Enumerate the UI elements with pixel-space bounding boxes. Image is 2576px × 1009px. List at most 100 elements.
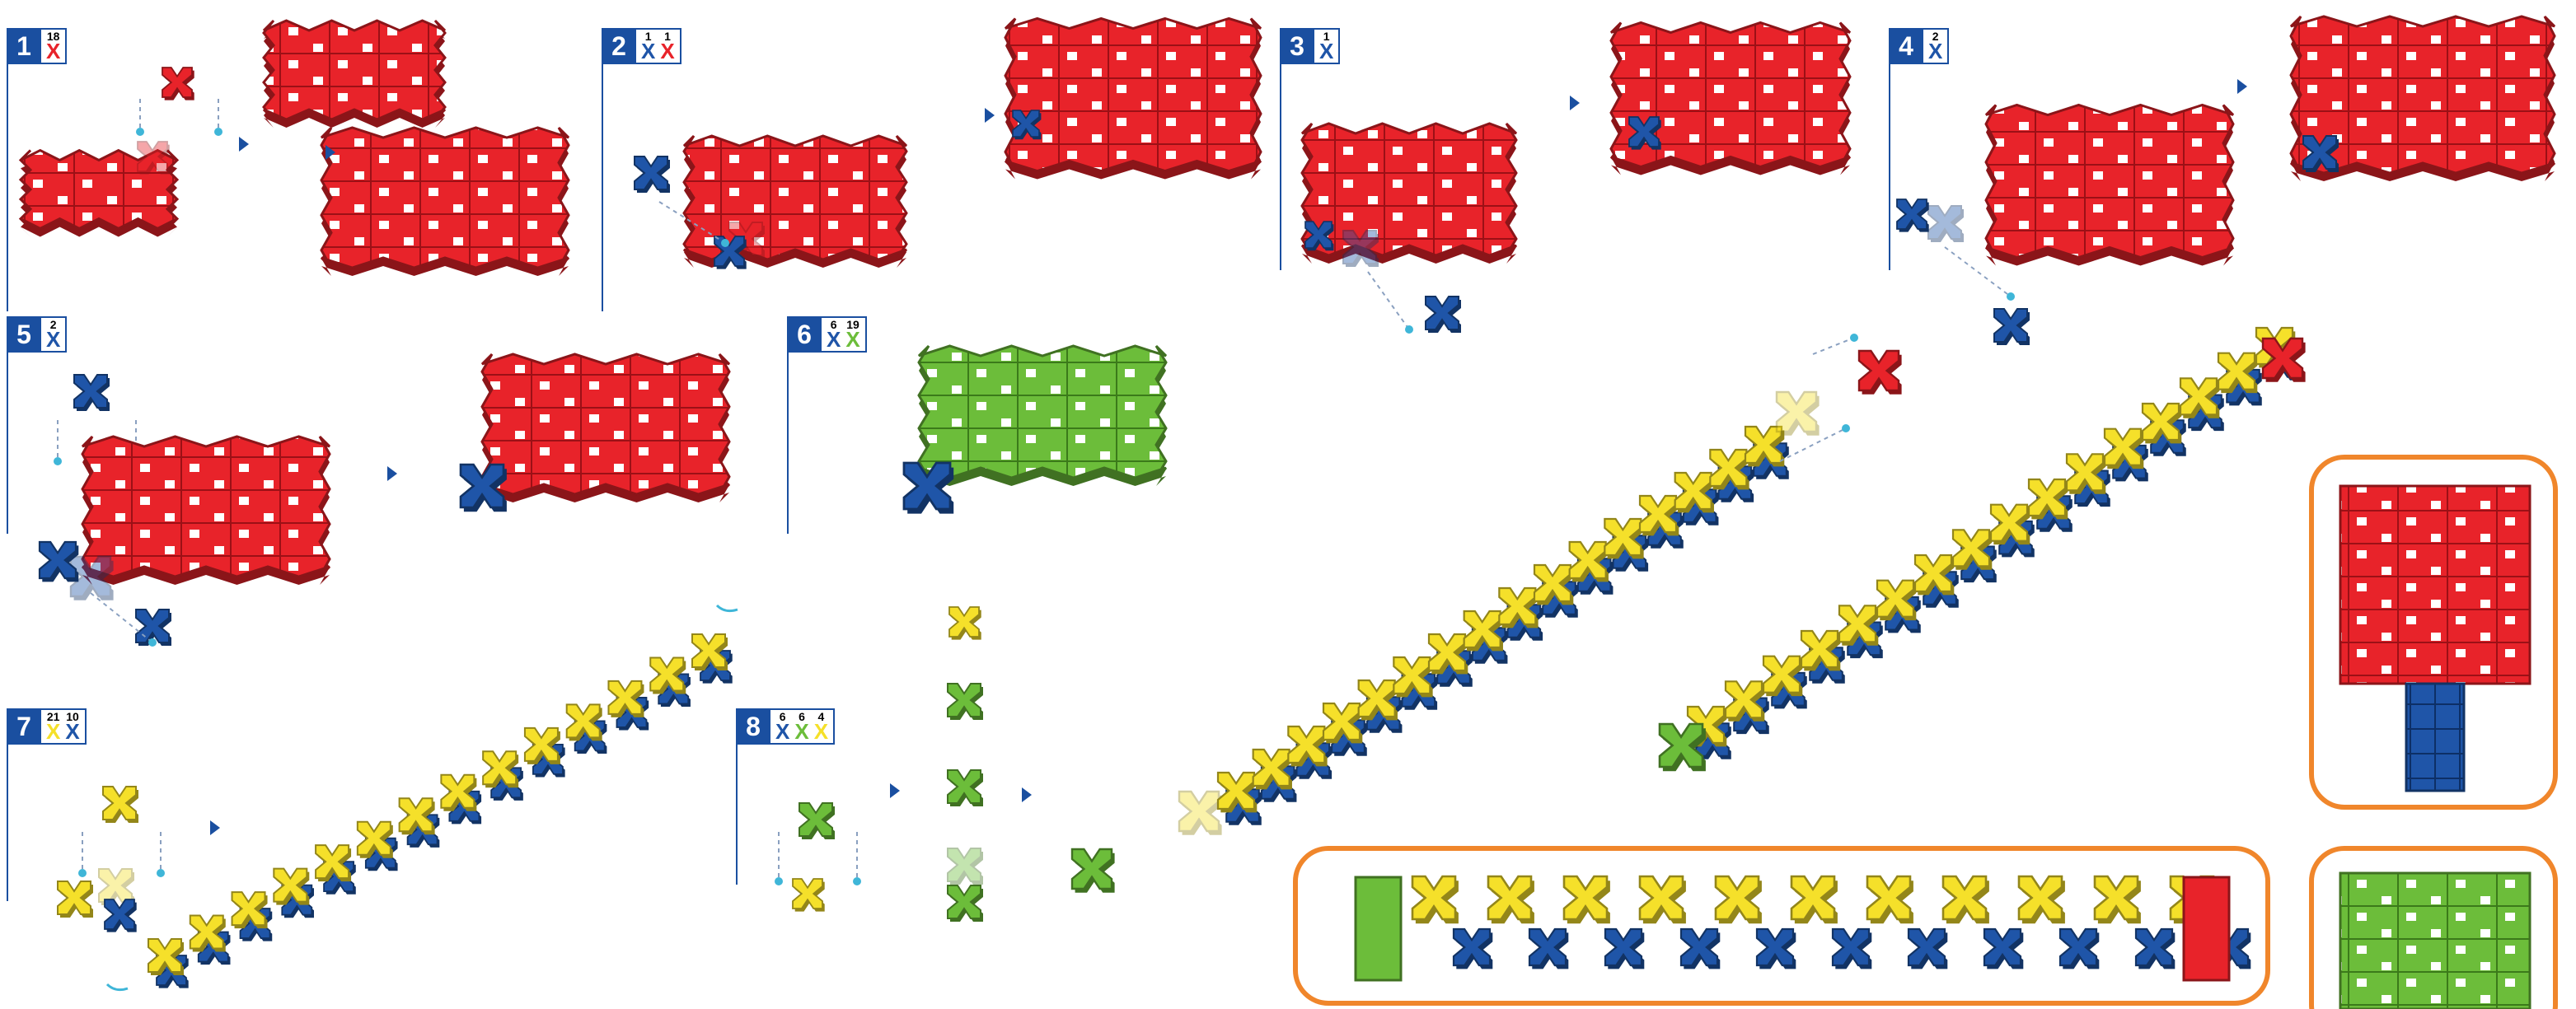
piece-face	[947, 683, 981, 717]
piece-face	[2179, 377, 2218, 416]
callout-yellow-piece	[1638, 875, 1686, 924]
part-count: 6	[779, 710, 786, 723]
piece-face	[1983, 927, 2022, 967]
flow-arrow-icon	[1570, 96, 1580, 110]
rail-yellow-piece	[1427, 633, 1468, 675]
piece-face	[799, 802, 833, 837]
step7-yellow-ghost	[98, 868, 134, 905]
piece-face	[1755, 927, 1795, 967]
piece-face	[2141, 402, 2180, 441]
step-divider	[7, 745, 8, 901]
assembled-rail	[1686, 326, 2300, 759]
step3-blue-edge	[1304, 221, 1334, 251]
callout-yellow-piece	[1790, 875, 1838, 924]
piece-face	[947, 769, 981, 804]
piece-face	[1342, 230, 1377, 264]
piece-face	[38, 540, 77, 580]
piece-face	[189, 914, 224, 950]
step3-result-blue	[1628, 116, 1661, 150]
callout-blue-piece	[1983, 927, 2024, 969]
connector-arrow-icon	[54, 457, 62, 465]
flow-arrow-icon	[210, 820, 220, 835]
piece-face	[1679, 927, 1719, 967]
step5-blue-ghost	[69, 555, 114, 600]
part-piece-icon: X	[794, 719, 809, 744]
part-piece-icon: X	[46, 39, 61, 63]
rail-yellow-piece	[1287, 725, 1328, 767]
piece-face	[1896, 199, 1927, 230]
callout-rail-frame	[1293, 846, 2270, 1006]
part-piece-icon: X	[1319, 39, 1334, 63]
piece-shadow	[1779, 395, 1820, 436]
step1-red-piece	[137, 141, 170, 175]
step-divider	[1280, 64, 1281, 270]
step5-top-blue	[73, 374, 110, 411]
step3-panel	[1300, 122, 1518, 264]
piece-shadow	[101, 872, 134, 905]
step8-long-rail	[1216, 425, 1789, 825]
step8-red-end	[1857, 349, 1902, 395]
step8-col-green-b	[947, 769, 983, 806]
panel-face	[1004, 16, 1262, 173]
part-count: 18	[46, 30, 60, 43]
step-number: 8	[736, 708, 770, 745]
rail-yellow-piece	[1638, 494, 1679, 536]
rail-yellow-piece	[1604, 517, 1644, 559]
guide-line	[1812, 337, 1855, 355]
callout-yellow-piece	[1941, 875, 1989, 924]
step8-end-green	[1070, 848, 1115, 893]
piece-face	[1487, 875, 1533, 921]
step-number: 6	[787, 316, 822, 353]
callout-yellow-piece	[1487, 875, 1534, 924]
callout-blue-piece	[2058, 927, 2100, 969]
connector-arrow-icon	[1850, 334, 1858, 342]
rail-yellow-piece	[315, 844, 352, 882]
assembled-red-end	[2261, 337, 2306, 382]
step2-result-panel	[1004, 16, 1262, 180]
step-divider	[787, 353, 789, 534]
step4-blue-left	[1896, 199, 1929, 232]
callout-blue-piece	[1604, 927, 1645, 969]
piece-shadow	[73, 560, 114, 600]
piece-face	[1951, 529, 1991, 568]
flow-arrow-icon	[1022, 787, 1032, 802]
step7-yellow-a	[57, 881, 93, 918]
piece-face	[634, 156, 668, 190]
piece-face	[1866, 875, 1912, 921]
step8-green-piece	[799, 802, 835, 839]
rail-yellow-piece	[607, 680, 644, 717]
piece-face	[1178, 790, 1220, 833]
part-count: 2	[1932, 30, 1939, 43]
flow-arrow-icon	[985, 108, 995, 123]
piece-face	[1674, 471, 1712, 511]
piece-face	[1533, 563, 1572, 603]
piece-face	[1393, 656, 1431, 695]
callout-blue-piece	[1755, 927, 1796, 969]
piece-face	[1993, 308, 2028, 343]
step1-large-panel	[320, 126, 570, 276]
rail-yellow-piece	[1357, 679, 1398, 721]
piece-face	[148, 938, 182, 973]
step2-panel	[682, 134, 908, 268]
piece-face	[73, 374, 108, 409]
callout-yellow-piece	[1411, 875, 1459, 924]
rail-yellow-piece	[231, 891, 268, 929]
piece-face	[1927, 205, 1962, 240]
step1-flow-arrow-icon	[326, 145, 335, 160]
piece-face	[1498, 586, 1537, 626]
piece-face	[691, 633, 726, 668]
rail-yellow-piece	[1838, 605, 1879, 646]
guide-line	[90, 592, 153, 643]
piece-face	[398, 797, 433, 833]
step-divider	[736, 745, 738, 885]
piece-face	[1528, 927, 1567, 967]
piece-face	[1638, 875, 1684, 921]
piece-face	[1744, 425, 1783, 465]
